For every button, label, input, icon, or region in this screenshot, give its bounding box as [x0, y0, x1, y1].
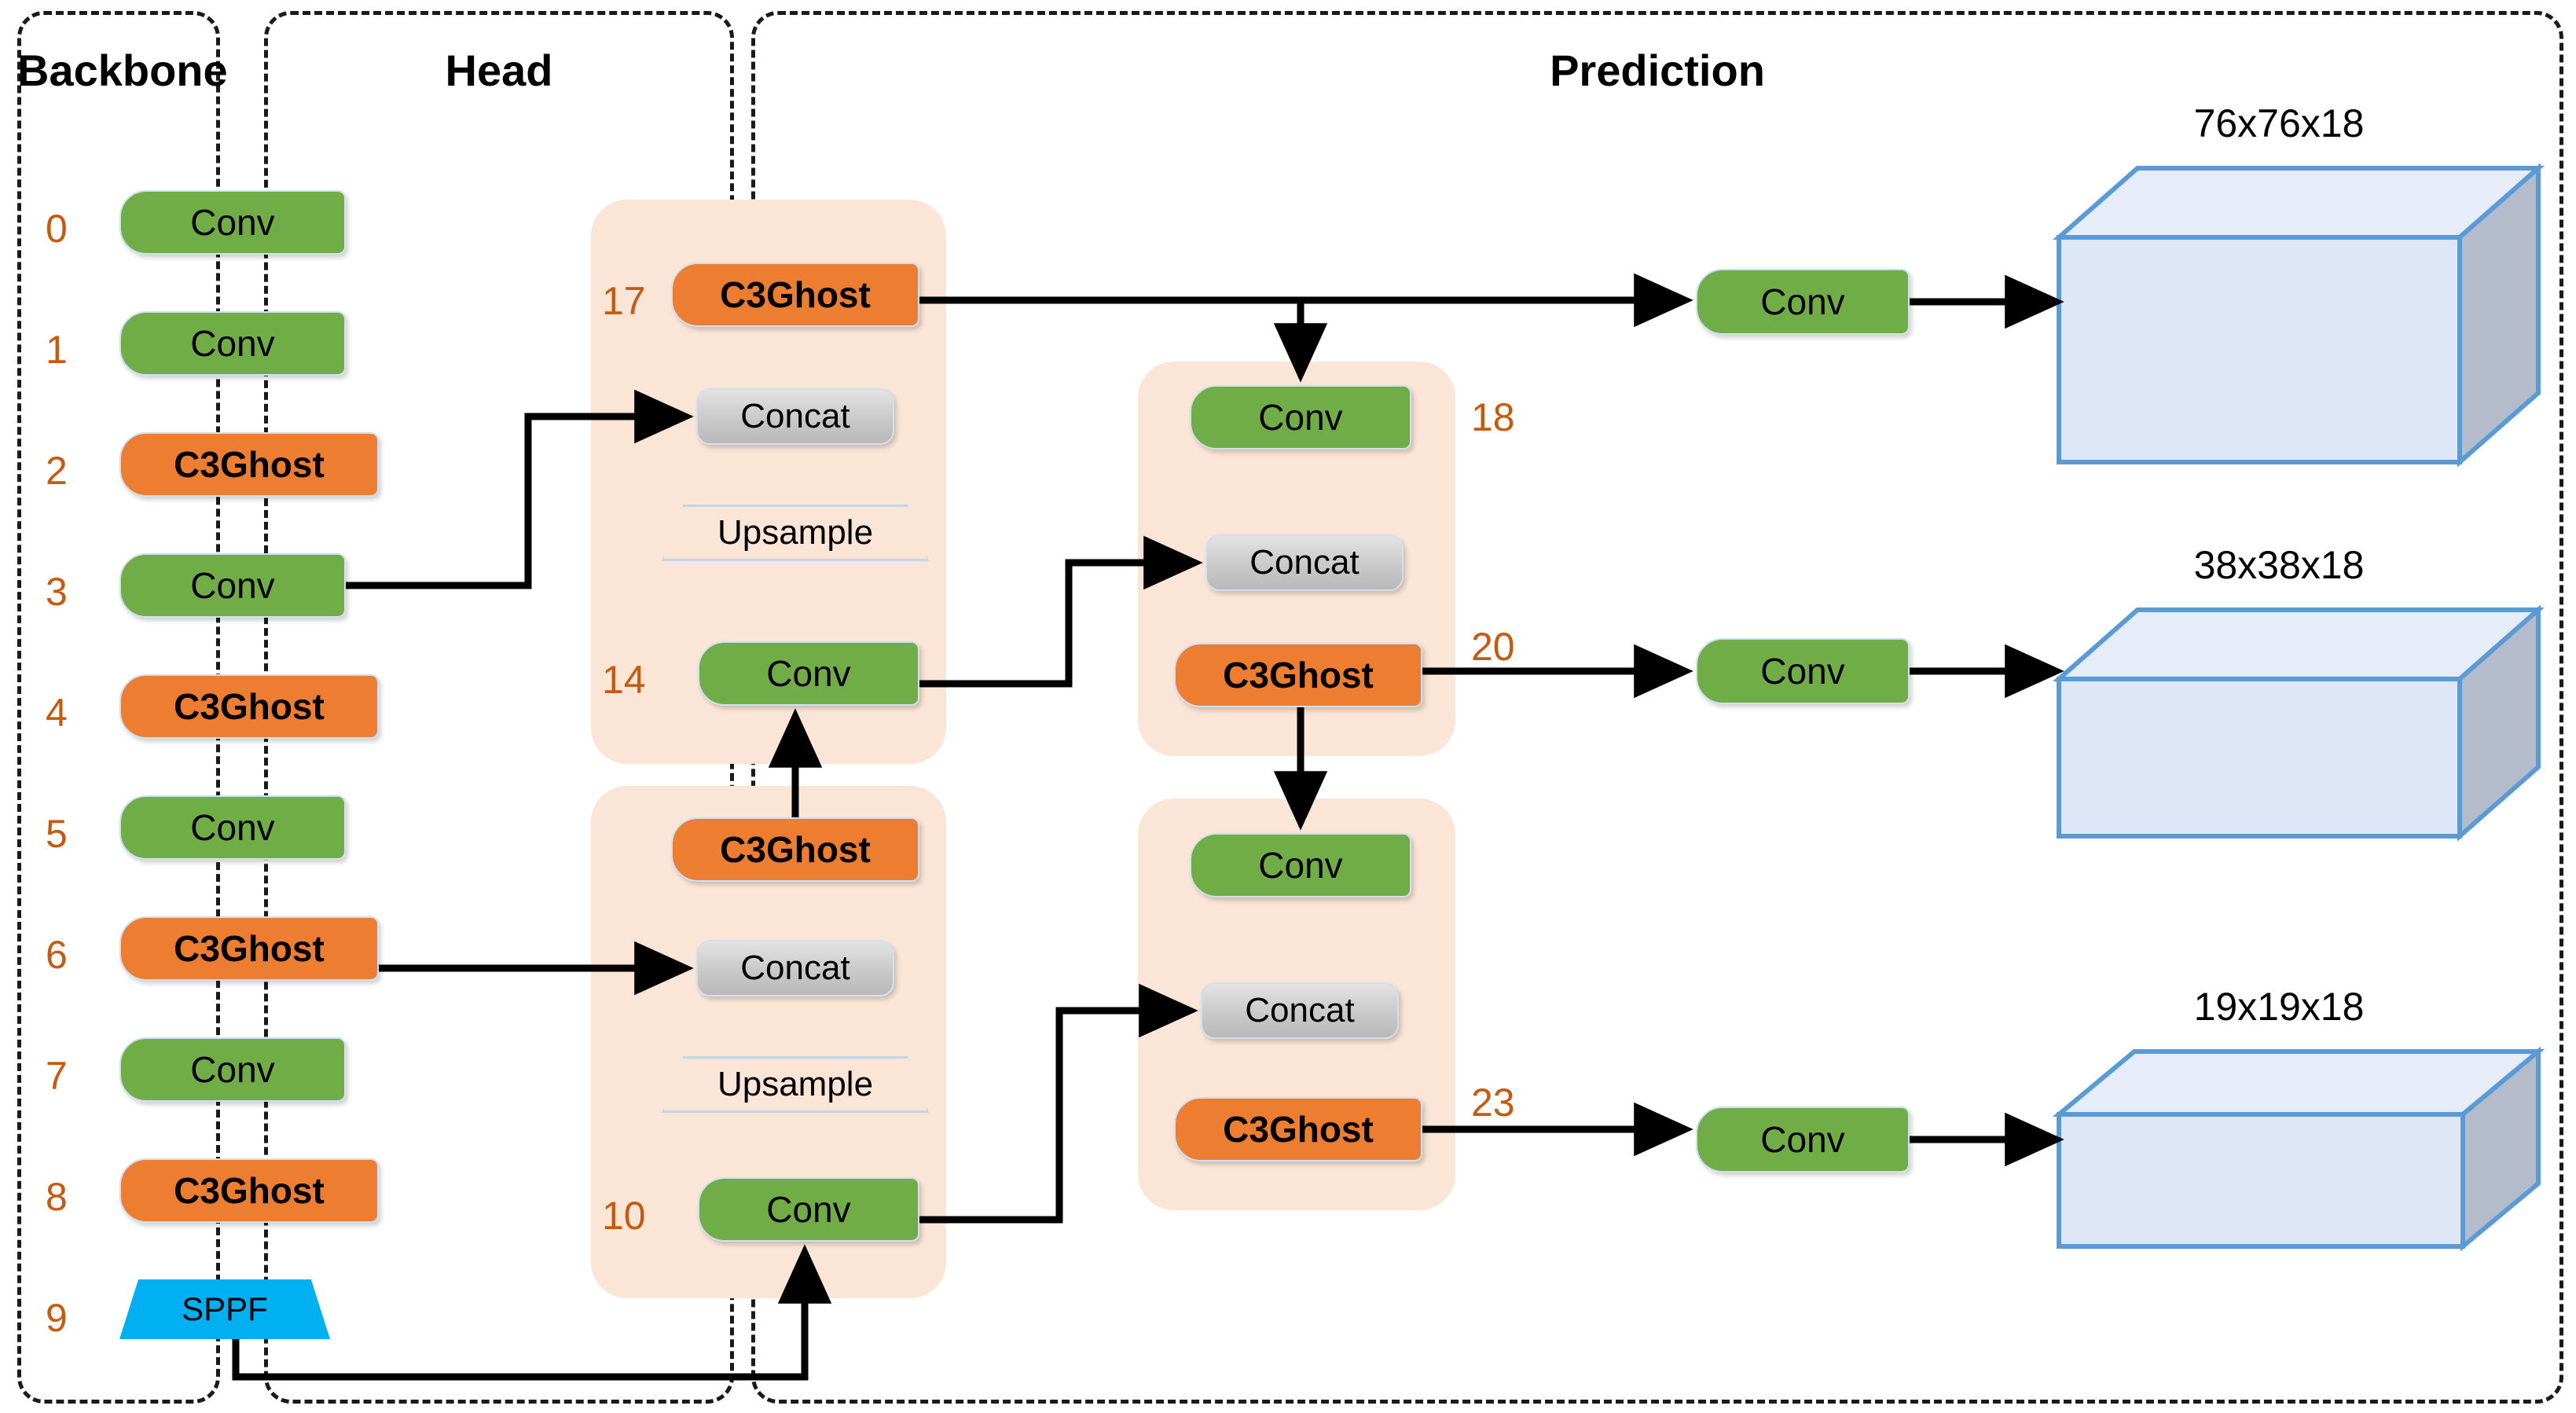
section-title-head: Head	[445, 46, 553, 95]
backbone-block-conv-0[interactable]: Conv	[119, 190, 346, 255]
head-index-18: 18	[1471, 395, 1515, 439]
backbone-block-label: Conv	[190, 323, 275, 364]
head-block-label: Concat	[740, 397, 850, 435]
head-block-concat-top[interactable]: Concat	[696, 388, 894, 445]
prediction-cuboid-1	[2051, 600, 2546, 852]
backbone-block-c3ghost-4[interactable]: C3Ghost	[119, 674, 379, 739]
prediction-dim-2: 19x19x18	[2193, 985, 2365, 1029]
head-block-label: Conv	[766, 653, 851, 694]
prediction-dim-1: 38x38x18	[2193, 543, 2365, 587]
head-block-c3ghost-20[interactable]: C3Ghost	[1174, 643, 1422, 707]
head-index-10: 10	[602, 1194, 646, 1238]
prediction-cuboid-2	[2051, 1042, 2546, 1262]
head-index-20: 20	[1471, 625, 1515, 669]
head-block-conv-18[interactable]: Conv	[1190, 385, 1411, 450]
backbone-block-label: SPPF	[182, 1290, 268, 1327]
backbone-index-9: 9	[46, 1296, 68, 1340]
backbone-block-label: Conv	[190, 202, 275, 243]
backbone-index-4: 4	[46, 691, 68, 735]
backbone-index-6: 6	[46, 933, 68, 977]
head-block-label: C3Ghost	[1223, 1109, 1374, 1150]
head-block-label: Concat	[1249, 543, 1360, 582]
backbone-block-c3ghost-2[interactable]: C3Ghost	[119, 432, 379, 497]
head-block-upsample-bottom[interactable]: Upsample	[662, 1056, 929, 1113]
head-block-label: Conv	[766, 1189, 851, 1230]
backbone-index-0: 0	[46, 207, 68, 251]
prediction-conv-0[interactable]: Conv	[1696, 269, 1910, 335]
backbone-block-c3ghost-6[interactable]: C3Ghost	[119, 916, 379, 981]
prediction-conv-label: Conv	[1760, 281, 1845, 322]
backbone-block-label: Conv	[190, 807, 275, 848]
head-block-concat-bottom[interactable]: Concat	[696, 940, 894, 996]
backbone-block-conv-3[interactable]: Conv	[119, 553, 346, 618]
head-block-upsample-top[interactable]: Upsample	[662, 505, 929, 561]
backbone-block-label: C3Ghost	[174, 444, 325, 485]
prediction-conv-label: Conv	[1760, 1119, 1845, 1160]
backbone-block-label: Conv	[190, 565, 275, 606]
head-block-concat-mid-upper[interactable]: Concat	[1205, 534, 1404, 591]
backbone-index-7: 7	[46, 1054, 68, 1098]
head-block-label: C3Ghost	[720, 274, 871, 315]
head-block-conv-10[interactable]: Conv	[698, 1177, 919, 1242]
head-block-conv-14[interactable]: Conv	[698, 641, 919, 706]
head-block-label: Concat	[1245, 991, 1355, 1029]
backbone-index-3: 3	[46, 570, 68, 614]
prediction-cuboid-0	[2051, 159, 2546, 489]
head-block-label: C3Ghost	[1223, 655, 1374, 695]
backbone-index-8: 8	[46, 1175, 68, 1219]
head-index-17: 17	[602, 279, 646, 323]
head-block-c3ghost-17[interactable]: C3Ghost	[671, 262, 919, 327]
head-block-c3ghost-13[interactable]: C3Ghost	[671, 817, 919, 882]
backbone-block-label: Conv	[190, 1049, 275, 1090]
head-block-c3ghost-23[interactable]: C3Ghost	[1174, 1097, 1422, 1162]
backbone-block-sppf-9[interactable]: SPPF	[119, 1279, 330, 1339]
prediction-dim-0: 76x76x18	[2193, 101, 2365, 145]
head-block-label: C3Ghost	[720, 829, 871, 870]
head-block-label: Upsample	[717, 513, 874, 552]
backbone-block-label: C3Ghost	[174, 1170, 325, 1211]
head-block-label: Concat	[740, 949, 850, 987]
backbone-block-label: C3Ghost	[174, 686, 325, 727]
backbone-block-conv-7[interactable]: Conv	[119, 1037, 346, 1102]
prediction-conv-1[interactable]: Conv	[1696, 638, 1910, 704]
head-block-label: Upsample	[717, 1065, 874, 1103]
backbone-block-conv-5[interactable]: Conv	[119, 795, 346, 860]
backbone-block-c3ghost-8[interactable]: C3Ghost	[119, 1158, 379, 1223]
head-index-23: 23	[1471, 1081, 1515, 1125]
section-title-prediction: Prediction	[1550, 46, 1765, 95]
prediction-conv-label: Conv	[1760, 651, 1845, 692]
backbone-block-conv-1[interactable]: Conv	[119, 311, 346, 376]
head-block-concat-mid-lower[interactable]: Concat	[1201, 982, 1399, 1039]
head-block-label: Conv	[1258, 845, 1343, 886]
backbone-block-label: C3Ghost	[174, 928, 325, 969]
backbone-index-5: 5	[46, 812, 68, 856]
section-title-backbone: Backbone	[17, 46, 228, 95]
backbone-index-2: 2	[46, 449, 68, 493]
head-block-conv-21[interactable]: Conv	[1190, 833, 1411, 897]
head-block-label: Conv	[1258, 397, 1343, 438]
backbone-index-1: 1	[46, 328, 68, 372]
head-index-14: 14	[602, 658, 646, 702]
prediction-conv-2[interactable]: Conv	[1696, 1107, 1910, 1173]
